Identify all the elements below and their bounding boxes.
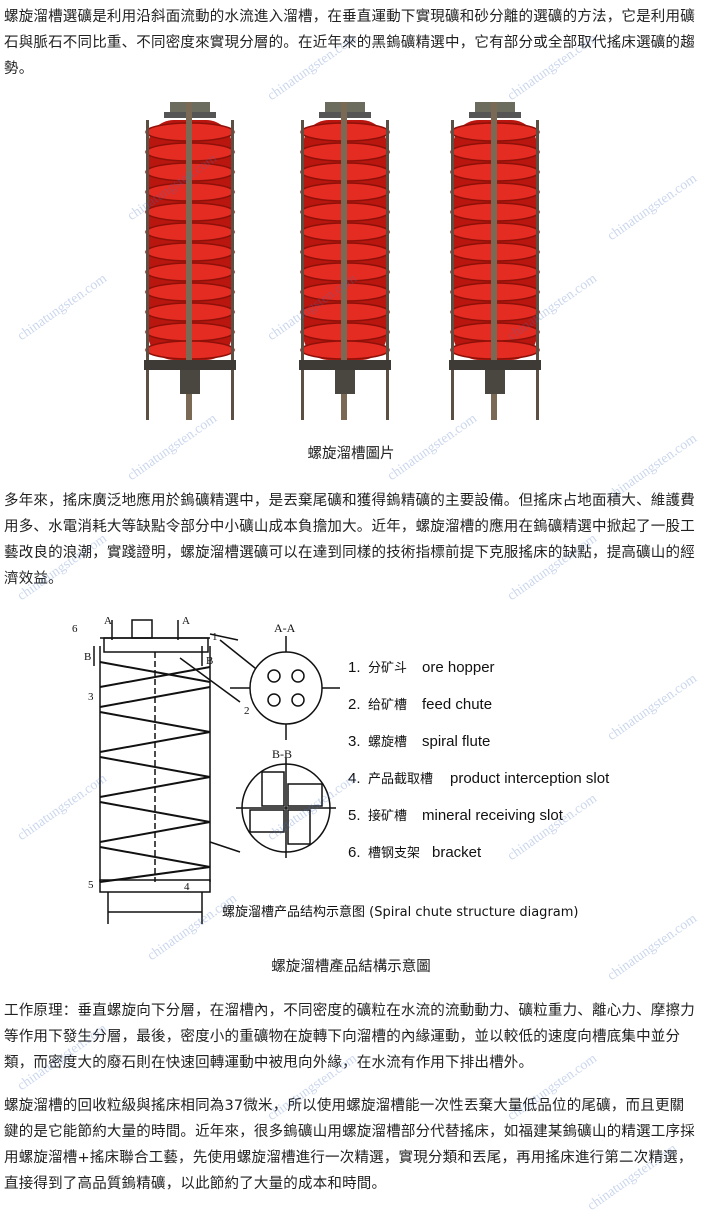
spiral-column-drawing — [93, 619, 271, 924]
svg-text:2.: 2. — [348, 696, 361, 713]
watermark-text: chinatungsten.com — [14, 271, 110, 344]
diagram-title: 螺旋溜槽产品结构示意图 (Spiral chute structure diag… — [222, 904, 579, 920]
diagram-legend: 1. 分矿斗 ore hopper 2. 给矿槽 feed chute 3. 螺… — [348, 659, 610, 861]
svg-text:螺旋槽: 螺旋槽 — [368, 735, 407, 750]
legend-item-2: 2. 给矿槽 feed chute — [348, 696, 492, 713]
marker-b-left: B — [84, 651, 91, 663]
recovery-paragraph: 螺旋溜槽的回收粒級與搖床相同為37微米，所以使用螺旋溜槽能一次性丟棄大量低品位的… — [4, 1098, 695, 1192]
marker-b-right: B — [206, 655, 213, 667]
section-aa-label: A-A — [274, 621, 296, 635]
svg-text:接矿槽: 接矿槽 — [368, 808, 407, 824]
legend-item-4: 4. 产品截取槽 product interception slot — [348, 770, 610, 787]
section-aa-drawing — [230, 636, 340, 740]
callout-6: 6 — [72, 623, 78, 635]
svg-text:bracket: bracket — [432, 844, 482, 861]
svg-text:mineral receiving slot: mineral receiving slot — [422, 807, 564, 824]
svg-text:spiral flute: spiral flute — [422, 733, 490, 750]
legend-item-3: 3. 螺旋槽 spiral flute — [348, 733, 490, 750]
section-bb-label: B-B — [272, 747, 292, 761]
callout-2: 2 — [244, 705, 250, 717]
svg-text:1.: 1. — [348, 659, 361, 676]
callout-4: 4 — [184, 881, 190, 893]
structure-diagram: A A B B 6 1 3 2 5 4 A-A B-B 1. 分矿斗 o — [72, 615, 610, 924]
legend-item-6: 6. 槽钢支架 bracket — [348, 844, 482, 861]
svg-text:6.: 6. — [348, 844, 361, 861]
svg-text:ore hopper: ore hopper — [422, 659, 495, 676]
watermark-text: chinatungsten.com — [604, 171, 700, 244]
svg-text:3.: 3. — [348, 733, 361, 750]
svg-text:feed chute: feed chute — [422, 696, 492, 713]
legend-item-5: 5. 接矿槽 mineral receiving slot — [348, 807, 564, 824]
legend-item-1: 1. 分矿斗 ore hopper — [348, 659, 495, 676]
diagram-caption: 螺旋溜槽產品結構示意圖 — [271, 959, 431, 975]
svg-text:4.: 4. — [348, 770, 361, 787]
callout-3: 3 — [88, 691, 94, 703]
history-paragraph: 多年來，搖床廣泛地應用於鎢礦精選中，是丟棄尾礦和獲得鎢精礦的主要設備。但搖床占地… — [4, 493, 695, 587]
principle-paragraph: 工作原理：垂直螺旋向下分層，在溜槽內，不同密度的礦粒在水流的流動動力、礦粒重力、… — [4, 1003, 695, 1071]
svg-text:给矿槽: 给矿槽 — [368, 698, 407, 713]
spiral-chute-photo — [143, 101, 542, 421]
section-bb-drawing — [236, 758, 336, 858]
svg-text:product interception slot: product interception slot — [450, 770, 610, 787]
callout-5: 5 — [88, 879, 94, 891]
marker-a-left: A — [104, 615, 112, 627]
svg-text:槽钢支架: 槽钢支架 — [368, 846, 420, 861]
photo-caption: 螺旋溜槽圖片 — [307, 446, 395, 462]
svg-text:分矿斗: 分矿斗 — [368, 661, 407, 676]
marker-a-right: A — [182, 615, 190, 627]
svg-text:5.: 5. — [348, 807, 361, 824]
callout-1: 1 — [212, 631, 218, 643]
svg-text:产品截取槽: 产品截取槽 — [368, 772, 433, 787]
intro-paragraph: 螺旋溜槽選礦是利用沿斜面流動的水流進入溜槽，在垂直運動下實現礦和砂分離的選礦的方… — [4, 9, 695, 77]
